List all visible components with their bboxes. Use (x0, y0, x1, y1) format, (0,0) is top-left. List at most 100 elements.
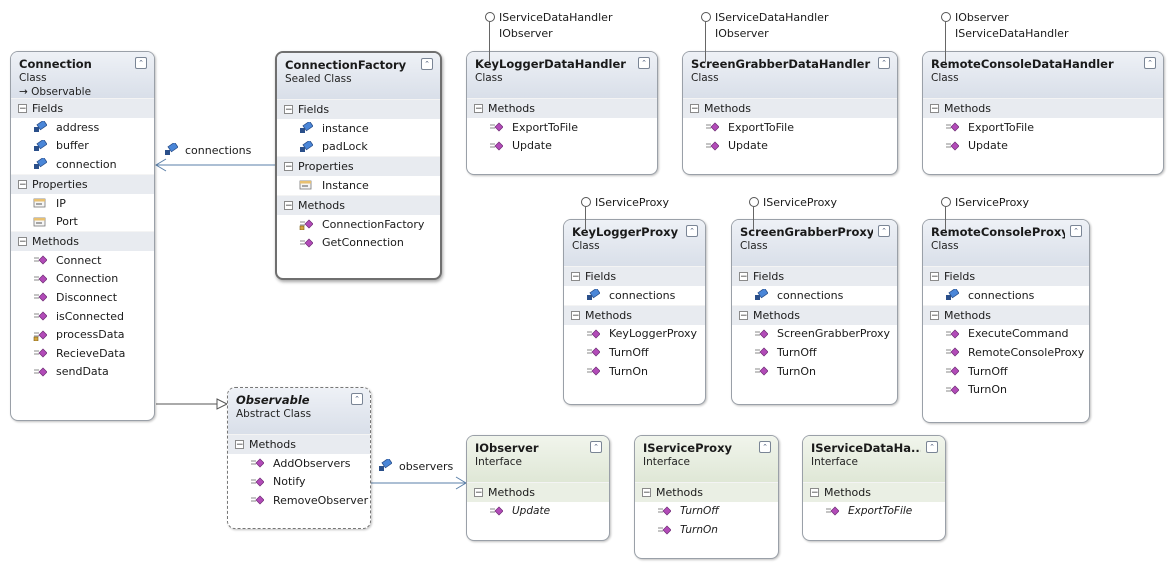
compartment-toggle-icon[interactable]: − (930, 104, 939, 114)
compartment-methods[interactable]: −Methods (923, 98, 1163, 118)
member-row[interactable]: GetConnection (277, 233, 440, 252)
member-row[interactable]: IP (11, 194, 154, 213)
collapse-toggle-icon[interactable]: ⌃ (590, 441, 602, 453)
compartment-toggle-icon[interactable]: − (571, 310, 580, 321)
compartment-toggle-icon[interactable]: − (235, 440, 244, 450)
member-row[interactable]: connections (923, 286, 1089, 305)
member-row[interactable]: TurnOn (923, 380, 1089, 399)
member-row[interactable]: Disconnect (11, 288, 154, 307)
compartment-toggle-icon[interactable]: − (690, 104, 699, 114)
member-row[interactable]: connections (732, 286, 897, 305)
member-row[interactable]: connection (11, 155, 154, 174)
member-row[interactable]: ExecuteCommand (923, 325, 1089, 344)
association-label-connections[interactable]: connections (164, 141, 251, 157)
compartment-methods[interactable]: −Methods (683, 98, 897, 118)
member-row[interactable]: TurnOn (635, 521, 778, 540)
member-row[interactable]: buffer (11, 137, 154, 156)
compartment-fields[interactable]: −Fields (732, 266, 897, 286)
compartment-methods[interactable]: −Methods (564, 304, 705, 325)
interface-lollipop[interactable]: IServiceProxy (941, 195, 1029, 230)
compartment-toggle-icon[interactable]: − (739, 272, 748, 282)
member-row[interactable]: TurnOff (923, 362, 1089, 381)
compartment-properties[interactable]: −Properties (11, 173, 154, 194)
compartment-fields[interactable]: −Fields (11, 98, 154, 118)
member-row[interactable]: Update (467, 502, 609, 521)
compartment-toggle-icon[interactable]: − (810, 488, 819, 498)
compartment-toggle-icon[interactable]: − (739, 310, 748, 321)
interface-lollipop[interactable]: IServiceProxy (581, 195, 669, 230)
compartment-methods[interactable]: −Methods (732, 304, 897, 325)
compartment-methods[interactable]: −Methods (635, 482, 778, 502)
member-row[interactable]: TurnOn (564, 362, 705, 381)
member-row[interactable]: sendData (11, 363, 154, 382)
member-row[interactable]: TurnOff (732, 343, 897, 362)
compartment-methods[interactable]: −Methods (11, 230, 154, 251)
collapse-toggle-icon[interactable]: ⌃ (1144, 57, 1156, 69)
member-row[interactable]: processData (11, 325, 154, 344)
compartment-fields[interactable]: −Fields (277, 99, 440, 119)
member-row[interactable]: RecieveData (11, 344, 154, 363)
member-row[interactable]: Connection (11, 270, 154, 289)
compartment-methods[interactable]: −Methods (923, 304, 1089, 325)
collapse-toggle-icon[interactable]: ⌃ (759, 441, 771, 453)
collapse-toggle-icon[interactable]: ⌃ (421, 58, 433, 70)
member-row[interactable]: AddObservers (228, 454, 370, 473)
member-row[interactable]: TurnOff (635, 502, 778, 521)
compartment-toggle-icon[interactable]: − (474, 104, 483, 114)
compartment-fields[interactable]: −Fields (564, 266, 705, 286)
collapse-toggle-icon[interactable]: ⌃ (686, 225, 698, 237)
member-row[interactable]: RemoteConsoleProxy (923, 343, 1089, 362)
member-row[interactable]: isConnected (11, 307, 154, 326)
member-row[interactable]: ExportToFile (803, 502, 945, 521)
member-row[interactable]: ScreenGrabberProxy (732, 325, 897, 344)
class-header[interactable]: IServiceDataHa...Interface⌃ (803, 436, 945, 482)
member-row[interactable]: padLock (277, 138, 440, 157)
compartment-toggle-icon[interactable]: − (18, 104, 27, 114)
member-row[interactable]: Update (467, 137, 657, 156)
member-row[interactable]: Update (683, 137, 897, 156)
compartment-toggle-icon[interactable]: − (284, 200, 293, 211)
compartment-toggle-icon[interactable]: − (642, 488, 651, 498)
compartment-toggle-icon[interactable]: − (18, 236, 27, 247)
member-row[interactable]: ExportToFile (683, 118, 897, 137)
collapse-toggle-icon[interactable]: ⌃ (878, 57, 890, 69)
compartment-methods[interactable]: −Methods (467, 98, 657, 118)
collapse-toggle-icon[interactable]: ⌃ (926, 441, 938, 453)
compartment-toggle-icon[interactable]: − (284, 105, 293, 115)
compartment-fields[interactable]: −Fields (923, 266, 1089, 286)
member-row[interactable]: ConnectionFactory (277, 215, 440, 234)
member-row[interactable]: TurnOn (732, 362, 897, 381)
compartment-toggle-icon[interactable]: − (284, 162, 293, 173)
compartment-methods[interactable]: −Methods (467, 482, 609, 502)
member-row[interactable]: Notify (228, 473, 370, 492)
compartment-toggle-icon[interactable]: − (930, 272, 939, 282)
compartment-toggle-icon[interactable]: − (18, 179, 27, 190)
member-row[interactable]: KeyLoggerProxy (564, 325, 705, 344)
member-row[interactable]: Update (923, 137, 1163, 156)
compartment-methods[interactable]: −Methods (803, 482, 945, 502)
compartment-toggle-icon[interactable]: − (571, 272, 580, 282)
association-label-observers[interactable]: observers (378, 457, 453, 473)
member-row[interactable]: address (11, 118, 154, 137)
